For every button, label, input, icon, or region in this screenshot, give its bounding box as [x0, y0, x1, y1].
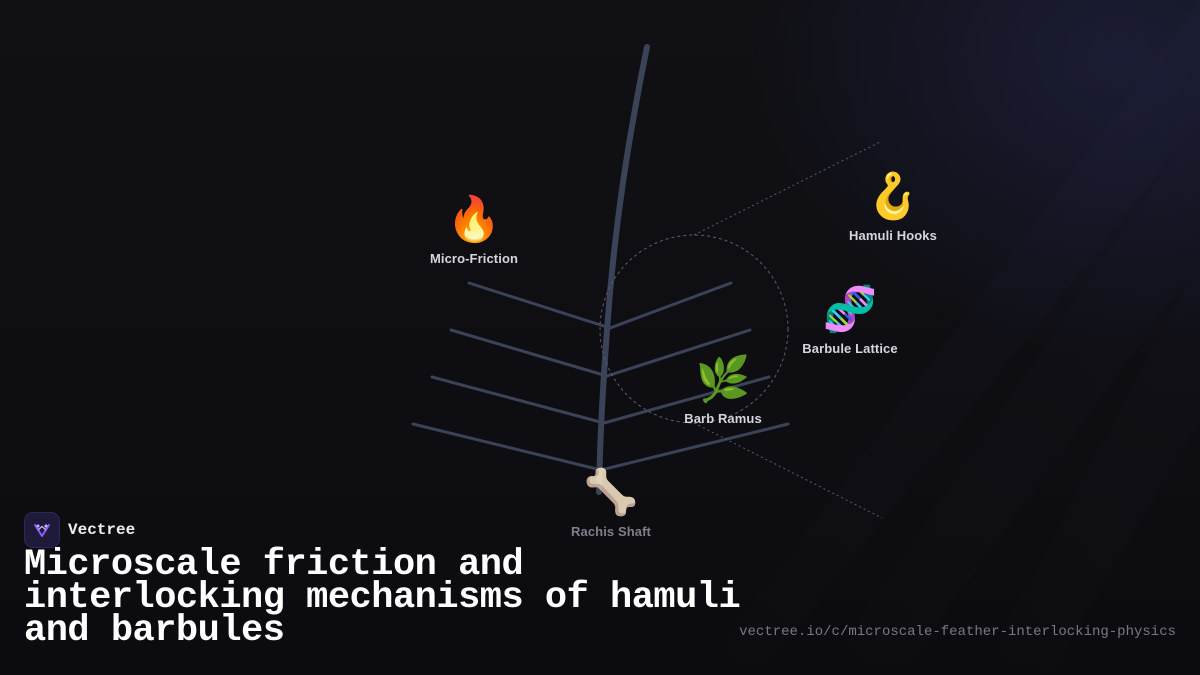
barb-right-4: [599, 422, 790, 472]
brand: Vectree: [24, 512, 135, 548]
node-label: Barb Ramus: [684, 411, 762, 426]
node-micro-friction: 🔥 Micro-Friction: [429, 194, 519, 267]
barb-left-3: [430, 375, 606, 425]
herb-icon: 🌿: [695, 354, 751, 405]
node-label: Rachis Shaft: [571, 524, 651, 539]
barb-left-2: [449, 328, 609, 378]
rachis-line: [596, 44, 650, 495]
magnify-guide-bottom: [693, 422, 883, 519]
page-title: Microscale friction and interlocking mec…: [24, 544, 741, 652]
fire-icon: 🔥: [446, 194, 502, 245]
dna-icon: 🧬: [822, 284, 878, 335]
magnify-circle: [599, 234, 789, 424]
bone-icon: 🦴: [583, 467, 639, 518]
node-rachis-shaft: 🦴 Rachis Shaft: [571, 467, 651, 540]
magnify-guide-top: [693, 140, 883, 236]
node-label: Hamuli Hooks: [849, 228, 937, 243]
barb-left-4: [411, 422, 603, 472]
node-label: Micro-Friction: [429, 251, 519, 266]
barb-right-2: [605, 328, 752, 378]
brand-name: Vectree: [68, 521, 136, 539]
barb-left-1: [467, 281, 612, 330]
barb-right-1: [608, 281, 733, 330]
node-barb-ramus: 🌿 Barb Ramus: [684, 354, 762, 427]
hook-icon: 🪝: [865, 171, 921, 222]
node-label: Barbule Lattice: [802, 341, 898, 356]
node-barbule-lattice: 🧬 Barbule Lattice: [802, 284, 898, 357]
barb-right-3: [602, 375, 771, 425]
vectree-logo-icon: [24, 512, 60, 548]
page-url: vectree.io/c/microscale-feather-interloc…: [739, 624, 1176, 640]
node-hamuli-hooks: 🪝 Hamuli Hooks: [849, 171, 937, 244]
